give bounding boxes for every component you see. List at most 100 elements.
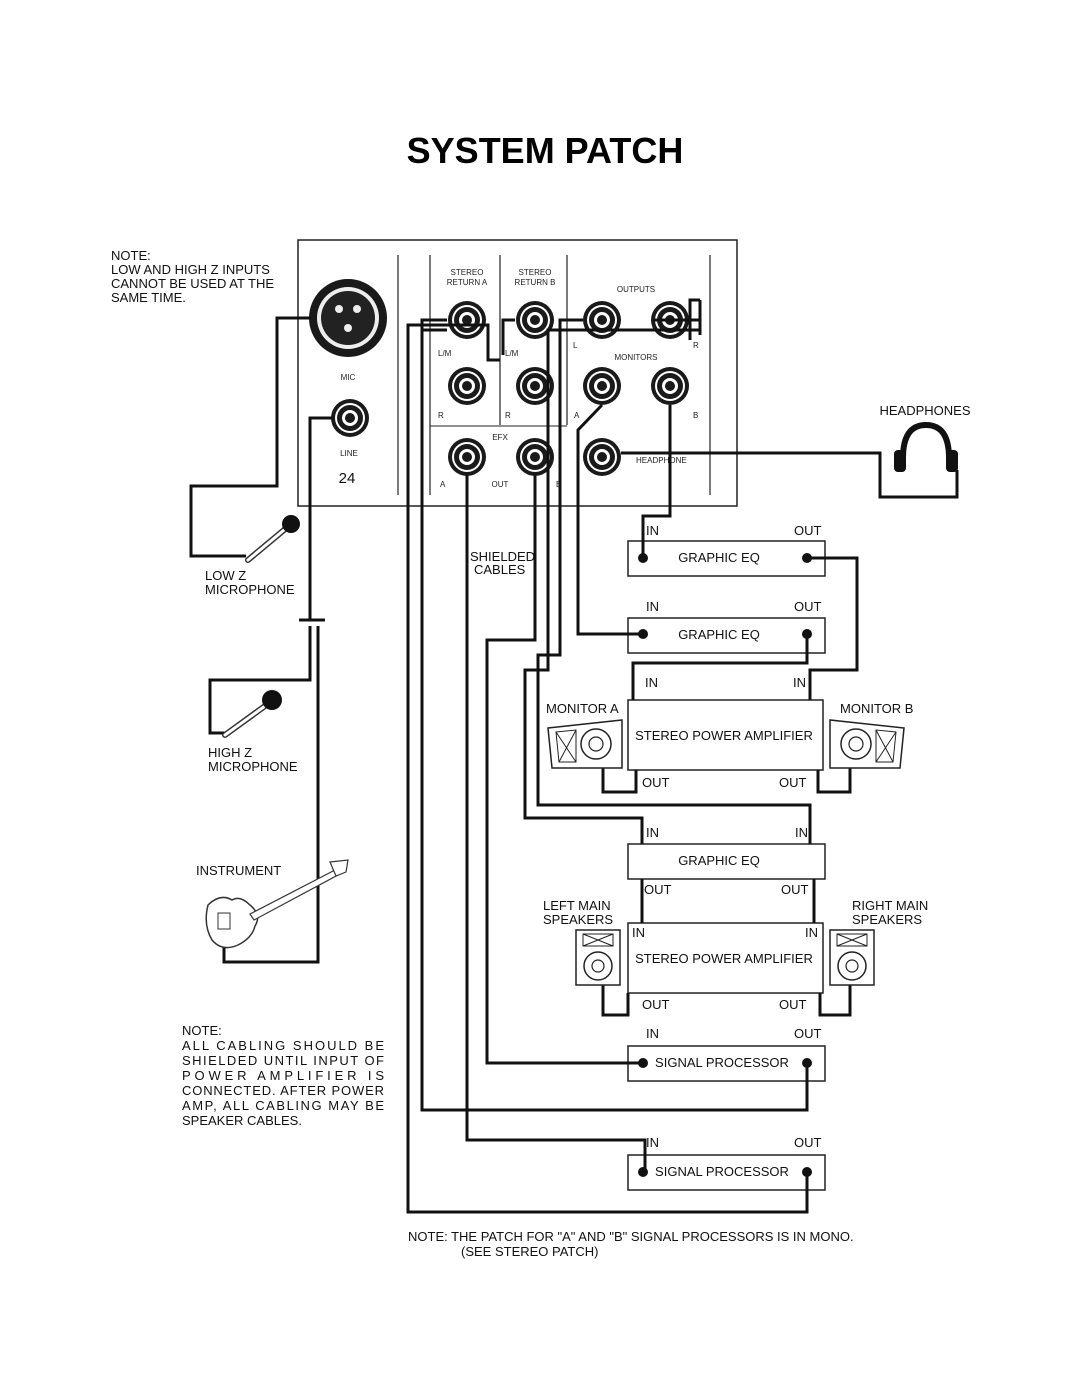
svg-text:OUT: OUT	[794, 1135, 822, 1150]
svg-text:L/M: L/M	[505, 349, 519, 358]
low-z-mic-label: LOW Z	[205, 568, 246, 583]
return-a-lm-jack[interactable]	[448, 301, 486, 339]
low-z-microphone-icon	[245, 515, 300, 563]
svg-text:OUT: OUT	[794, 523, 822, 538]
svg-text:(SEE STEREO PATCH): (SEE STEREO PATCH)	[461, 1244, 598, 1259]
left-main-label: LEFT MAIN	[543, 898, 611, 913]
svg-text:R: R	[505, 411, 511, 420]
svg-text:OUT: OUT	[492, 480, 509, 489]
svg-text:SPEAKERS: SPEAKERS	[852, 912, 922, 927]
left-main-speaker-icon	[575, 929, 621, 986]
monitor-power-amplifier: STEREO POWER AMPLIFIER IN IN OUT OUT	[627, 675, 824, 790]
svg-text:IN: IN	[645, 675, 658, 690]
mic-label: MIC	[341, 373, 356, 382]
headphones-icon	[894, 421, 958, 472]
svg-text:B: B	[693, 411, 698, 420]
svg-text:NOTE:: NOTE:	[111, 248, 151, 263]
mixer-panel: MIC LINE 24 STEREO RETURN A STEREO RETUR…	[297, 239, 738, 507]
high-z-mic-label: HIGH Z	[208, 745, 252, 760]
graphic-eq-1: GRAPHIC EQ IN OUT	[627, 523, 826, 577]
instrument-label: INSTRUMENT	[196, 863, 281, 878]
svg-text:OUT: OUT	[794, 1026, 822, 1041]
monitors-label: MONITORS	[615, 353, 658, 362]
svg-text:L: L	[573, 341, 578, 350]
monitor-b-label: MONITOR B	[840, 701, 913, 716]
svg-text:LOW AND HIGH Z INPUTS: LOW AND HIGH Z INPUTS	[111, 262, 270, 277]
svg-text:IN: IN	[805, 925, 818, 940]
svg-text:R: R	[693, 341, 699, 350]
monitor-b-jack[interactable]	[651, 367, 689, 405]
high-z-microphone-icon	[222, 690, 282, 738]
return-a-r-jack[interactable]	[448, 367, 486, 405]
svg-text:STEREO POWER AMPLIFIER: STEREO POWER AMPLIFIER	[635, 951, 813, 966]
svg-text:OUT: OUT	[779, 997, 807, 1012]
svg-text:OUT: OUT	[642, 997, 670, 1012]
svg-text:CABLES: CABLES	[474, 562, 526, 577]
signal-processor-note: NOTE: THE PATCH FOR "A" AND "B" SIGNAL P…	[408, 1229, 854, 1259]
signal-processor-1: SIGNAL PROCESSOR IN OUT	[627, 1026, 826, 1082]
monitor-b-speaker-icon	[829, 719, 905, 769]
input-note: NOTE: LOW AND HIGH Z INPUTS CANNOT BE US…	[111, 248, 274, 305]
svg-text:OUT: OUT	[642, 775, 670, 790]
patch-cables	[189, 298, 959, 1214]
efx-label: EFX	[492, 433, 508, 442]
graphic-eq-2: GRAPHIC EQ IN OUT	[627, 599, 826, 654]
shielded-cables-label: SHIELDED	[470, 549, 535, 564]
channel-number: 24	[339, 470, 356, 487]
headphone-jack[interactable]	[583, 438, 621, 476]
svg-text:OUT: OUT	[794, 599, 822, 614]
svg-text:SPEAKERS: SPEAKERS	[543, 912, 613, 927]
page-title: SYSTEM PATCH	[407, 130, 684, 171]
guitar-icon	[205, 859, 349, 949]
svg-text:STEREO POWER AMPLIFIER: STEREO POWER AMPLIFIER	[635, 728, 813, 743]
svg-text:MICROPHONE: MICROPHONE	[208, 759, 298, 774]
svg-text:SPEAKER CABLES.: SPEAKER CABLES.	[182, 1113, 302, 1128]
graphic-eq-3: GRAPHIC EQ IN IN OUT OUT	[627, 825, 826, 897]
svg-text:NOTE:: NOTE:	[182, 1023, 222, 1038]
right-main-label: RIGHT MAIN	[852, 898, 928, 913]
svg-text:CONNECTED. AFTER POWER: CONNECTED. AFTER POWER	[182, 1083, 384, 1098]
svg-text:SIGNAL PROCESSOR: SIGNAL PROCESSOR	[655, 1055, 789, 1070]
svg-text:MICROPHONE: MICROPHONE	[205, 582, 295, 597]
line-jack[interactable]	[331, 399, 369, 437]
stereo-return-a-label: STEREO	[451, 268, 484, 277]
svg-text:OUT: OUT	[644, 882, 672, 897]
svg-text:GRAPHIC EQ: GRAPHIC EQ	[678, 853, 760, 868]
monitor-a-jack[interactable]	[583, 367, 621, 405]
svg-text:CANNOT BE USED AT THE: CANNOT BE USED AT THE	[111, 276, 274, 291]
svg-text:IN: IN	[646, 599, 659, 614]
svg-text:RETURN B: RETURN B	[515, 278, 556, 287]
svg-text:OUT: OUT	[779, 775, 807, 790]
svg-text:IN: IN	[646, 523, 659, 538]
svg-text:SAME TIME.: SAME TIME.	[111, 290, 186, 305]
stereo-return-b-label: STEREO	[519, 268, 552, 277]
monitor-a-speaker-icon	[547, 719, 623, 769]
svg-text:A: A	[574, 411, 580, 420]
svg-text:POWER AMPLIFIER IS: POWER AMPLIFIER IS	[182, 1068, 384, 1083]
svg-text:RETURN A: RETURN A	[447, 278, 488, 287]
svg-text:IN: IN	[793, 675, 806, 690]
svg-text:GRAPHIC EQ: GRAPHIC EQ	[678, 550, 760, 565]
signal-processor-2: SIGNAL PROCESSOR IN OUT	[627, 1135, 826, 1191]
headphones-label: HEADPHONES	[879, 403, 970, 418]
monitor-a-label: MONITOR A	[546, 701, 619, 716]
headphone-label: HEADPHONE	[636, 456, 687, 465]
main-power-amplifier: STEREO POWER AMPLIFIER IN IN OUT OUT	[627, 922, 824, 1012]
svg-text:IN: IN	[632, 925, 645, 940]
cabling-note: NOTE: ALL CABLING SHOULD BE SHIELDED UNT…	[182, 1023, 384, 1128]
svg-text:GRAPHIC EQ: GRAPHIC EQ	[678, 627, 760, 642]
svg-text:SIGNAL PROCESSOR: SIGNAL PROCESSOR	[655, 1164, 789, 1179]
line-label: LINE	[340, 449, 358, 458]
svg-text:IN: IN	[795, 825, 808, 840]
mic-xlr-jack[interactable]	[309, 279, 387, 357]
efx-a-jack[interactable]	[448, 438, 486, 476]
svg-text:SHIELDED UNTIL INPUT OF: SHIELDED UNTIL INPUT OF	[182, 1053, 384, 1068]
outputs-label: OUTPUTS	[617, 285, 655, 294]
svg-text:NOTE: THE PATCH FOR "A" AND ": NOTE: THE PATCH FOR "A" AND "B" SIGNAL P…	[408, 1229, 854, 1244]
svg-text:AMP, ALL CABLING MAY BE: AMP, ALL CABLING MAY BE	[182, 1098, 384, 1113]
svg-text:IN: IN	[646, 825, 659, 840]
svg-text:R: R	[438, 411, 444, 420]
output-l-jack[interactable]	[583, 301, 621, 339]
svg-text:L/M: L/M	[438, 349, 452, 358]
